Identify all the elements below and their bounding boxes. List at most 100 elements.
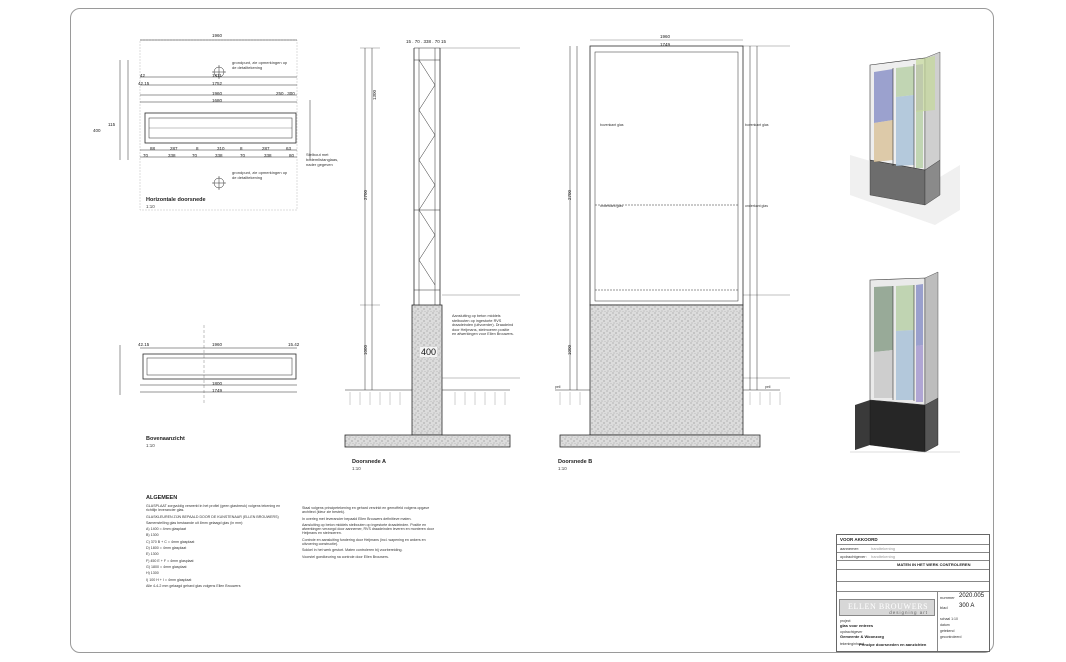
tb-row-label-1: opdrachtgever: — [840, 554, 867, 559]
tb-check-note: MATEN IN HET WERK CONTROLEREN — [897, 562, 971, 567]
general-notes-right: Staal volgens principetekening en gehard… — [302, 506, 442, 561]
tb-meta-2: getekend — [940, 629, 955, 633]
tb-number-label: nummer — [940, 595, 955, 600]
dim-sa-height: 2700 — [363, 189, 368, 200]
sb-level-right-1: onderkant glas — [745, 204, 768, 208]
dim-sa-base: 1000 — [363, 344, 368, 355]
note-left-8: F) 450 E + F = 4mm glasplaat — [146, 558, 194, 563]
tb-meta-1: datum — [940, 623, 950, 627]
dim-hs-bot1-5: 287 — [262, 146, 270, 151]
tb-row-label-0: aannemer: — [840, 546, 860, 551]
hs-scale: 1:10 — [146, 204, 155, 209]
dim-hs-bot2-6: 80 — [289, 153, 295, 158]
dim-hs-bot2-3: 338 — [215, 153, 223, 158]
notes-heading: ALGEMEEN — [146, 495, 178, 501]
brand-name: ELLEN BROUWERS — [848, 602, 929, 611]
dim-hs-overall: 1960 — [212, 33, 223, 38]
note-right-0: Staal volgens principetekening en gehard… — [302, 506, 430, 515]
dim-hs-bot1-6: 63 — [286, 146, 292, 151]
note-left-9: G) 1800 = 4mm glasplaat — [146, 564, 187, 569]
dim-left-1: 42.15 — [138, 81, 150, 86]
sa-scale: 1:10 — [352, 466, 361, 471]
dim-tv-right: 15.42 — [288, 342, 300, 347]
dim-hs-row3: 1960 — [212, 91, 223, 96]
hs-title: Horizontale doorsnede — [146, 197, 206, 203]
sa-title: Doorsnede A — [352, 459, 387, 465]
note-left-0: GLASPLAAT zorgvuldig verwerkt in het pro… — [146, 504, 281, 513]
note-left-11: I) 100 H + I = 4mm glasplaat — [146, 577, 192, 582]
note-right-4: Sokkel in het werk gestort. Maten contro… — [302, 548, 403, 553]
tb-drawing-label: tekeninginhoud — [840, 642, 864, 646]
note-left-1: GLASKLEUREN ZIJN BEPAALD DOOR DE KUNSTEN… — [146, 514, 279, 519]
sb-level-left-1: onderkant glas — [600, 204, 623, 208]
sb-title: Doorsnede B — [558, 459, 593, 465]
dim-sb-base: 1000 — [567, 344, 572, 355]
dim-hs-bot2-0: 70 — [143, 153, 149, 158]
title-block: VOOR AKKOORD aannemer: handtekening opdr… — [836, 534, 990, 652]
note-left-4: B) 1300 — [146, 533, 159, 538]
general-notes: ALGEMEEN GLASPLAAT zorgvuldig verwerkt i… — [146, 495, 286, 590]
note-left-3: A) 1400 = 4mm glasplaat — [146, 527, 187, 532]
note-left-2: Samenstelling glas bestaande uit 8mm gel… — [146, 520, 244, 525]
render-view-2 — [850, 271, 960, 453]
tb-client-value: Gemeente & Woonzorg — [840, 634, 884, 639]
dim-sb-top: 1960 — [660, 34, 671, 39]
dim-tv-left: 42.15 — [138, 342, 150, 347]
dim-left-0: 42 — [140, 73, 146, 78]
dim-hs-bot1-0: 88 — [150, 146, 156, 151]
dim-tv-inner2: 1749 — [212, 388, 223, 393]
dim-hs-bot1-4: 8 — [240, 146, 243, 151]
tb-project-value: glas voor entrees — [840, 623, 874, 628]
render-view-1 — [850, 51, 960, 225]
dim-sb-top2: 1749 — [660, 42, 671, 47]
tb-header: VOOR AKKOORD — [840, 537, 878, 542]
note-left-5: C) 370 B + C = 4mm glasplaat — [146, 539, 195, 544]
dim-hs-row1: 1811 — [212, 73, 222, 78]
tb-number-value: 2020.005 — [959, 593, 985, 599]
dim-tv-overall: 1960 — [212, 342, 223, 347]
note-right-1: In overleg met leverancier bepaald Ellen… — [302, 516, 412, 521]
note-left-6: D) 1800 = 4mm glasplaat — [146, 546, 187, 551]
hs-note-bottom: grondpunt, zie opmerkingen op de detailt… — [232, 170, 288, 180]
tb-drawing-value: Principe doorsneden en aanzichten — [859, 642, 927, 647]
dim-tv-inner: 1800 — [212, 381, 223, 386]
section-a-view — [344, 47, 520, 448]
dim-left-3: 400 — [93, 128, 101, 133]
note-left-12: Alle 4-4-2 mm gelaagd gehard glas volgen… — [146, 583, 241, 588]
top-view — [119, 325, 297, 405]
tb-row-value-1: handtekening — [871, 554, 896, 559]
horizontal-section-view — [119, 39, 311, 211]
brand-sub: designing art — [889, 610, 928, 615]
tb-sheet-value: 300 A — [959, 603, 975, 609]
dim-hs-bot2-4: 70 — [240, 153, 246, 158]
tb-sheet-label: blad — [940, 605, 948, 610]
tv-scale: 1:10 — [146, 443, 155, 448]
note-right-3: Controle en aansluiting fundering door H… — [302, 537, 426, 547]
hs-note-right: Stelbout met bodemlistanglaas, nader geg… — [306, 152, 339, 167]
note-right-5: Voorstel goedkeuring na controle door El… — [302, 554, 389, 559]
dim-hs-bot1-2: 8 — [196, 146, 199, 151]
sb-level-right-0: bovenkant glas — [745, 123, 769, 127]
tb-meta-3: gecontroleerd — [940, 635, 962, 639]
tb-row-value-0: handtekening — [871, 546, 896, 551]
note-right-2: Aansluiting op beton middels stelbouten … — [302, 522, 434, 536]
tv-title: Bovenaanzicht — [146, 436, 185, 442]
dim-sb-height: 2700 — [567, 189, 572, 200]
dim-hs-row5: 250 . 300 — [276, 91, 295, 96]
dim-hs-bot2-1: 338 — [168, 153, 176, 158]
tb-meta-0: schaal 1:10 — [940, 617, 958, 621]
sb-level-right-2: peil — [765, 385, 771, 389]
tb-project-label: project — [840, 619, 851, 623]
dim-hs-bot1-1: 287 — [170, 146, 178, 151]
dim-hs-row4: 1680 — [212, 98, 223, 103]
dim-sa-400: 400 — [420, 347, 438, 357]
tb-client-label: opdrachtgever — [840, 630, 863, 634]
dim-hs-row2: 1752 — [212, 81, 223, 86]
sa-note: Aansluiting op beton middels stelbouten … — [452, 314, 514, 337]
dim-sa-upper: 1300 — [372, 89, 377, 100]
sb-level-left-0: bovenkant glas — [600, 123, 624, 127]
sheet-border — [70, 8, 994, 653]
section-b-view — [555, 39, 790, 448]
